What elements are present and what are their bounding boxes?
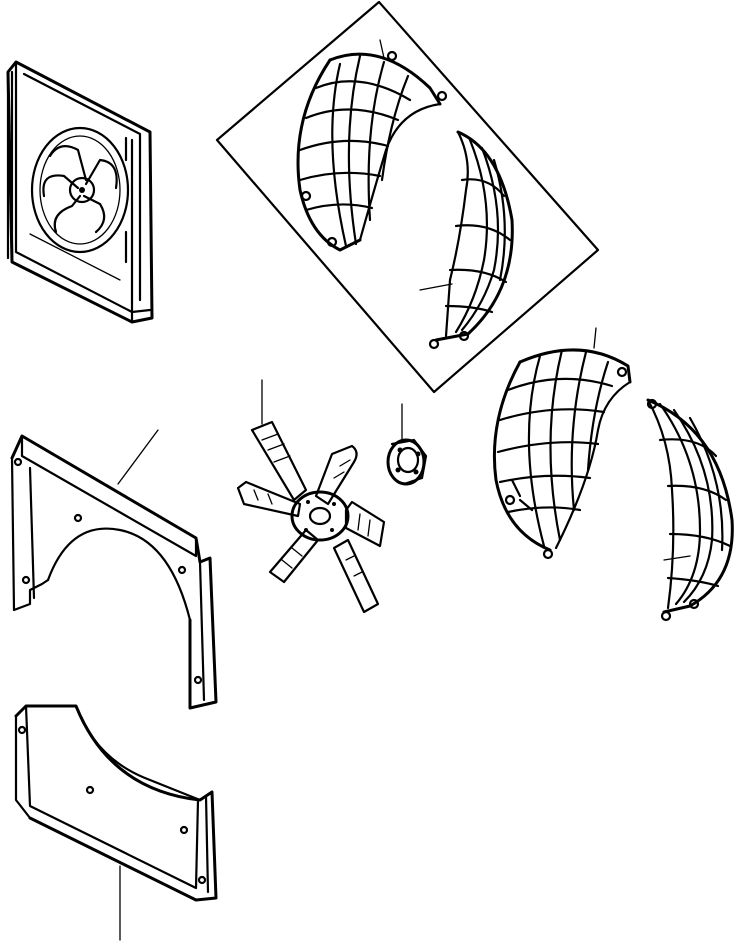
fan-guard-kit-box xyxy=(215,0,600,394)
fan-guard-lower-half xyxy=(419,130,514,350)
upper-shroud-panel xyxy=(10,429,218,710)
fan-guard-upper-half xyxy=(296,39,448,252)
fan-guard-lower-half-loose xyxy=(646,398,734,622)
lower-shroud-panel xyxy=(14,704,218,941)
fan-guard-upper-half-loose xyxy=(492,327,632,560)
fan-spacer-hub xyxy=(386,403,428,486)
fan-shroud-assembly xyxy=(6,60,154,324)
fan-blade xyxy=(236,379,386,614)
